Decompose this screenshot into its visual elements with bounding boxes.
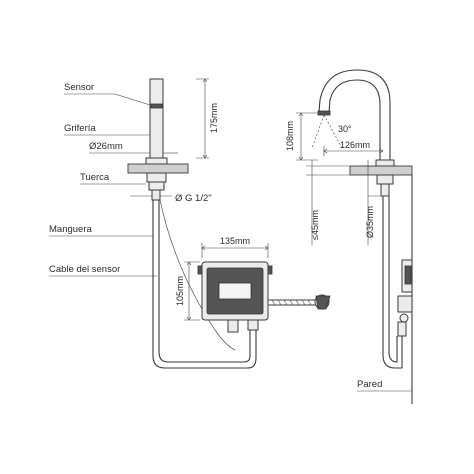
dim-30deg: 30° (338, 124, 352, 134)
gooseneck-spout (328, 79, 381, 160)
label-manguera: Manguera (49, 224, 92, 235)
valve-fitting-left (227, 319, 239, 333)
countertop-right (349, 165, 413, 176)
nut-lower (148, 181, 165, 191)
mounting-nut-right (376, 174, 394, 185)
label-diameter-26: Ø26mm (89, 141, 123, 152)
label-tuerca: Tuerca (80, 172, 110, 183)
faucet-base (145, 157, 168, 165)
dim-175: 175mm (209, 103, 219, 133)
sensor-window (150, 103, 163, 109)
dim-135: 135mm (220, 236, 250, 246)
faucet-spout (149, 78, 164, 159)
valve-face-right (404, 265, 412, 285)
box-mount-tab-right (267, 265, 273, 275)
valve-fitting-right (247, 319, 259, 331)
label-sensor: Sensor (64, 82, 94, 93)
hose-right (382, 196, 403, 369)
faucet-base-right (375, 159, 395, 167)
label-thread: Ø G 1/2" (175, 193, 212, 204)
spout-tip (317, 110, 331, 116)
mounting-nut (146, 172, 167, 183)
box-mount-tab-left (197, 265, 203, 275)
shank-right (380, 183, 390, 197)
dim-45: ≤45mm (310, 210, 320, 240)
dim-35: Ø35mm (365, 206, 375, 238)
dim-105: 105mm (175, 276, 185, 306)
valve-fitting-right-2 (397, 321, 407, 337)
angle-valve-handle (315, 295, 331, 310)
label-cable: Cable del sensor (49, 264, 120, 275)
dim-108: 108mm (285, 121, 295, 151)
label-griferia: Grifería (64, 123, 96, 134)
sensor-cone (311, 114, 343, 149)
valve-knob-right (399, 313, 409, 323)
valve-lower-right (397, 295, 413, 313)
dim-126: 126mm (340, 140, 370, 150)
right-view: 30° 108mm 126mm ≤45mm Ø35mm Pared (285, 69, 413, 404)
threaded-shank (151, 189, 161, 201)
left-view: 175mm 135mm 105mm Sensor Grifería Ø26mm … (49, 78, 331, 369)
countertop-left (127, 163, 189, 174)
control-box-window (218, 282, 252, 300)
label-pared: Pared (357, 379, 382, 390)
hose (152, 200, 257, 369)
